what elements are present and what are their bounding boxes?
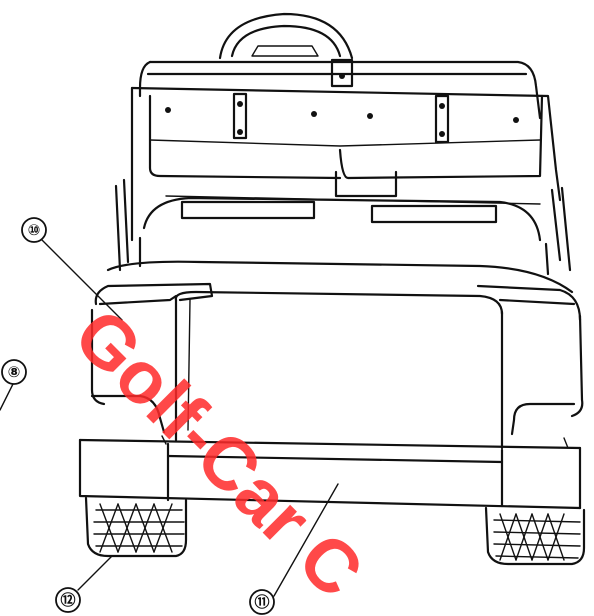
watermark: Golf-Car C [59, 293, 379, 613]
backrest-panel [130, 86, 562, 242]
right-rear-tire [484, 506, 586, 566]
seat-back [138, 58, 542, 120]
center-rear-panel [174, 290, 504, 450]
support-posts [114, 178, 572, 272]
left-rear-tire [84, 496, 188, 558]
callout-12: ⑫ [55, 587, 81, 613]
callout-10-label: ⑩ [28, 221, 41, 239]
leader-lines [0, 239, 339, 597]
rear-body [90, 236, 584, 418]
callout-11: ⑪ [249, 589, 275, 615]
rear-bumper [78, 435, 582, 510]
callout-8-label: ⑧ [8, 363, 21, 381]
fender-corners [90, 394, 576, 436]
seat-base [142, 170, 542, 242]
steering-wheel [218, 12, 354, 60]
callout-12-label: ⑫ [60, 591, 75, 609]
callout-8: ⑧ [1, 359, 27, 385]
callout-11-label: ⑪ [254, 593, 269, 611]
callout-10: ⑩ [21, 217, 47, 243]
